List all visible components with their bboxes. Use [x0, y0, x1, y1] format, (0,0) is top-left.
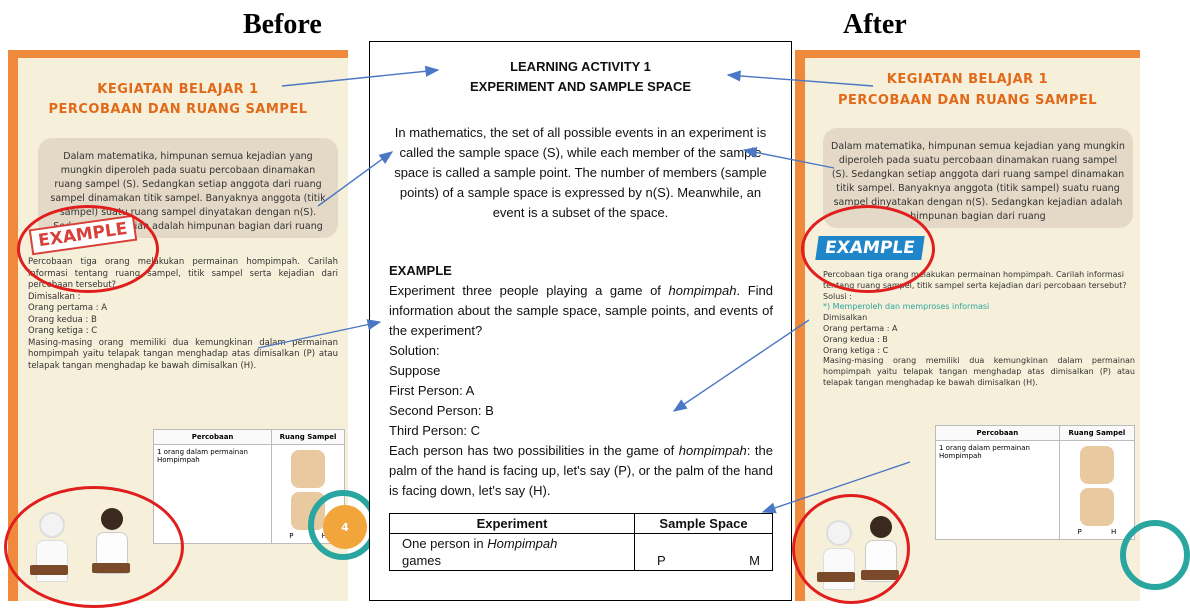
arrow-paragraph-after: [742, 146, 835, 169]
connector-arrows: [257, 65, 911, 514]
doc-title: LEARNING ACTIVITY 1 EXPERIMENT AND SAMPL…: [469, 59, 692, 94]
palm-up-image: [1079, 446, 1114, 484]
doc-example-question: Experiment three people playing a game o…: [389, 283, 773, 338]
decor-arc: [1120, 520, 1190, 590]
definition-box: Dalam matematika, himpunan semua kejadia…: [823, 128, 1133, 228]
doc-example-heading: EXAMPLE: [389, 263, 452, 278]
page-number: 4: [323, 505, 367, 549]
arrow-title-after: [726, 70, 874, 87]
highlight-circle-example: [801, 205, 935, 293]
example-text: Percobaan tiga orang melakukan permainan…: [823, 270, 1135, 387]
highlight-circle-illustration: [792, 494, 910, 604]
palm-up-image: [291, 450, 326, 488]
page-title-line1: KEGIATAN BELAJAR 1: [97, 82, 259, 97]
highlight-circle-example: [17, 205, 159, 293]
highlight-circle-illustration: [4, 486, 184, 608]
palm-down-image: [1079, 488, 1114, 526]
page-title-line2: PERCOBAAN DAN RUANG SAMPEL: [48, 102, 308, 117]
page-title-line1: KEGIATAN BELAJAR 1: [886, 72, 1049, 87]
doc-possibilities: Each person has two possibilities in the…: [389, 443, 773, 498]
arrow-example-after: [672, 319, 810, 412]
after-heading: After: [843, 9, 907, 40]
arrow-title-before: [281, 65, 440, 87]
translated-document: LEARNING ACTIVITY 1 EXPERIMENT AND SAMPL…: [369, 41, 792, 601]
doc-definition-paragraph: In mathematics, the set of all possible …: [394, 125, 767, 220]
before-heading: Before: [243, 9, 322, 40]
arrow-example-before: [257, 319, 382, 349]
arrow-table-after: [761, 461, 911, 514]
page-title-line2: PERCOBAAN DAN RUANG SAMPEL: [837, 93, 1098, 108]
arrow-paragraph-before: [317, 151, 394, 207]
doc-example: EXAMPLE Experiment three people playing …: [389, 261, 773, 501]
